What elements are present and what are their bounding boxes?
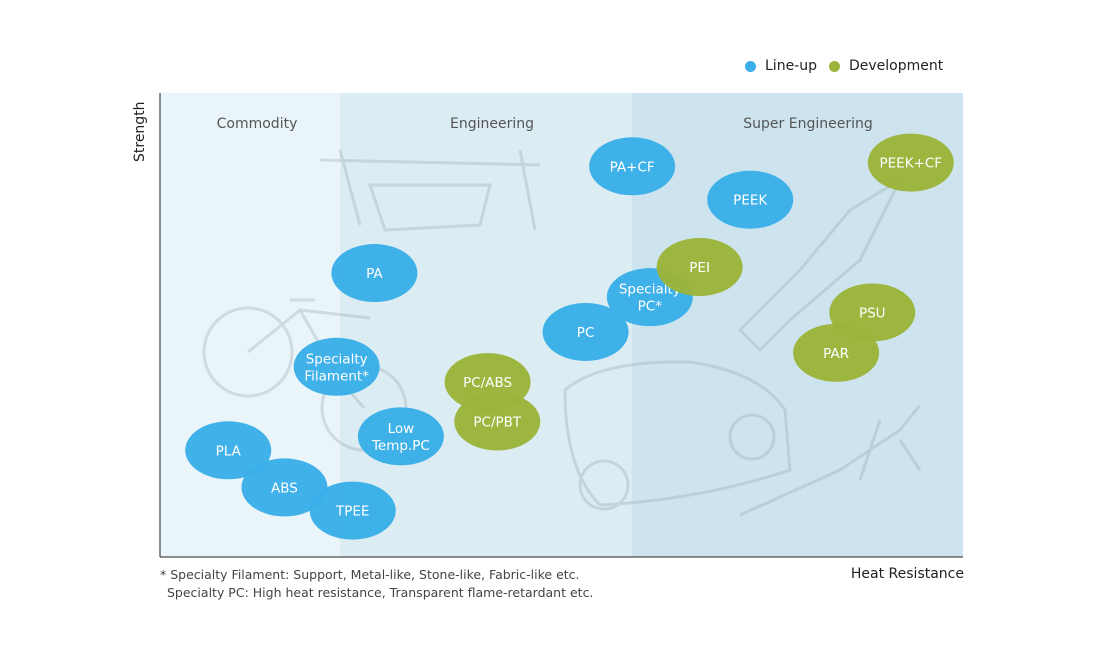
bubble-label-par: PAR xyxy=(823,346,849,362)
car-front-wheel-icon xyxy=(578,459,630,511)
x-axis-label: Heat Resistance xyxy=(850,566,964,582)
legend-item-lineup: Line-up xyxy=(745,58,817,74)
region-super-engineering-label: Super Engineering xyxy=(743,116,872,132)
line-up-marker-specialty-filament xyxy=(293,337,380,396)
bubble-label-pc: PC xyxy=(577,325,595,341)
bubble-label-pla: PLA xyxy=(216,443,242,459)
bubble-pla: PLA xyxy=(185,421,272,480)
bubble-label-peek-cf: PEEK+CF xyxy=(880,156,943,172)
car-body-icon xyxy=(563,360,792,507)
footnote-specialty-filament: * Specialty Filament: Support, Metal-lik… xyxy=(160,567,580,582)
region-commodity-label: Commodity xyxy=(217,116,298,132)
legend-lineup-swatch xyxy=(745,60,756,72)
bubble-pa: PA xyxy=(331,244,418,303)
bubble-label-pc-abs: PC/ABS xyxy=(463,375,512,391)
legend-development-swatch xyxy=(829,60,840,72)
bubble-label-pa-cf: PA+CF xyxy=(610,159,655,175)
bubble-peek-cf: PEEK+CF xyxy=(867,133,954,192)
bubble-label-pc-pbt: PC/PBT xyxy=(473,415,522,431)
development-marker-peek-cf xyxy=(867,133,954,192)
bubble-label-abs: ABS xyxy=(271,480,298,496)
legend: Line-up Development xyxy=(745,58,955,74)
bubble-label-psu: PSU xyxy=(859,305,886,321)
line-up-marker-tpee xyxy=(309,481,396,540)
legend-lineup-label: Line-up xyxy=(765,58,817,74)
rocket-icon xyxy=(737,176,904,353)
jet-icon xyxy=(739,404,922,517)
bubble-par: PAR xyxy=(793,323,880,382)
line-up-marker-low-temp-pc xyxy=(357,407,444,466)
bubble-pc-pbt: PC/PBT xyxy=(454,392,541,451)
development-marker-pc-pbt xyxy=(454,392,541,451)
bubble-label-pei: PEI xyxy=(689,260,710,276)
drone-icon xyxy=(319,149,541,232)
bubble-abs: ABS xyxy=(241,458,328,517)
bubble-pei: PEI xyxy=(656,238,743,296)
footnotes: * Specialty Filament: Support, Metal-lik… xyxy=(160,566,593,602)
line-up-marker-pla xyxy=(185,421,272,480)
bubble-label-pa: PA xyxy=(366,266,383,282)
bicycle-front-wheel-icon xyxy=(202,306,294,398)
car-rear-wheel-icon xyxy=(728,413,776,461)
bubble-pa-cf: PA+CF xyxy=(589,137,676,196)
footnote-specialty-pc: Specialty PC: High heat resistance, Tran… xyxy=(167,585,594,600)
bubble-pc: PC xyxy=(542,302,629,361)
y-axis-label: Strength xyxy=(132,101,148,162)
line-up-marker-pc xyxy=(542,302,629,361)
bubble-tpee: TPEE xyxy=(309,481,396,540)
bubble-label-tpee: TPEE xyxy=(335,504,369,520)
legend-item-development: Development xyxy=(829,58,943,74)
legend-development-label: Development xyxy=(849,58,944,74)
development-marker-pei xyxy=(656,238,743,296)
line-up-marker-pa xyxy=(331,244,418,303)
line-up-marker-abs xyxy=(241,458,328,517)
bubble-peek: PEEK xyxy=(707,170,794,229)
line-up-marker-peek xyxy=(707,170,794,229)
development-marker-par xyxy=(793,323,880,382)
region-engineering-label: Engineering xyxy=(450,116,534,132)
bubble-label-peek: PEEK xyxy=(733,193,768,209)
line-up-marker-pa-cf xyxy=(589,137,676,196)
